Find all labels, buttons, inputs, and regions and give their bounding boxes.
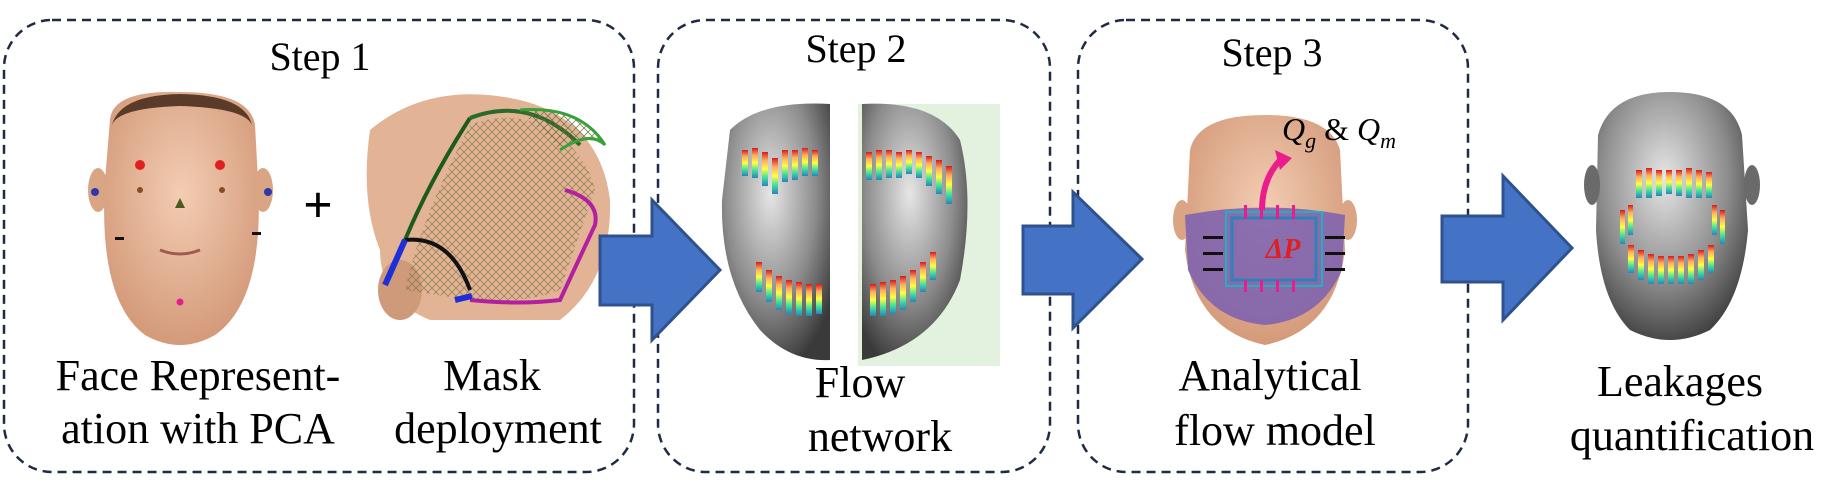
right-arrow-icon: [1021, 188, 1145, 332]
flow-network-line-2: network: [808, 412, 952, 461]
step-2-title: Step 2: [805, 26, 906, 71]
flow-network-image: [721, 103, 1000, 366]
right-arrow-icon: [598, 196, 723, 344]
flow-rate-label: Qg & Qm: [1282, 111, 1396, 153]
leakages-quantification-line-1: Leakages: [1597, 357, 1763, 406]
right-arrow-icon: [1440, 172, 1575, 324]
flow-network-line-1: Flow: [815, 358, 906, 407]
face-representation-line-2: ation with PCA: [61, 404, 335, 453]
leakage-head-image: [1584, 92, 1760, 340]
leakages-quantification-line-2: quantification: [1570, 411, 1814, 460]
plus-sign: +: [303, 177, 333, 234]
pressure-drop-label: ΔP: [1265, 234, 1302, 265]
analytical-model-image: [1173, 115, 1357, 345]
step-1-title: Step 1: [269, 34, 370, 79]
face-landmarks-image: [88, 91, 273, 345]
analytical-flow-model-line-1: Analytical: [1178, 351, 1361, 400]
face-representation-line-1: Face Represent-: [56, 351, 341, 400]
analytical-flow-model-line-2: flow model: [1174, 406, 1376, 455]
mask-deployment-line-2: deployment: [394, 404, 602, 453]
mask-deployment-image: [366, 94, 611, 321]
mask-deployment-line-1: Mask: [443, 351, 541, 400]
step-3-title: Step 3: [1221, 30, 1322, 75]
